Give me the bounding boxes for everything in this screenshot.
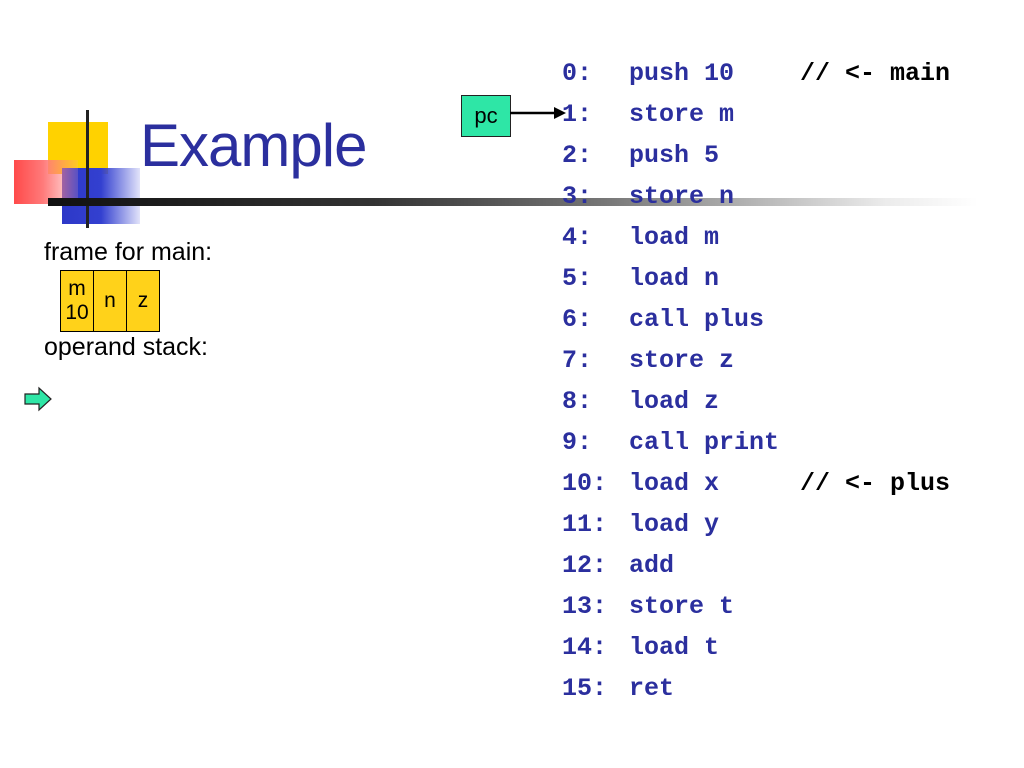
frame-cell-name: n — [104, 289, 116, 312]
instruction: add — [629, 551, 675, 580]
instruction: push 5 — [629, 141, 720, 170]
instruction: store m — [629, 100, 735, 129]
main-frame: m 10 n z — [60, 270, 160, 332]
line-number: 5: — [562, 264, 593, 293]
operand-stack-label: operand stack: — [44, 333, 208, 361]
instruction: call print — [629, 428, 780, 457]
line-number: 3: — [562, 182, 593, 211]
line-number: 12: — [562, 551, 608, 580]
line-number: 10: — [562, 469, 608, 498]
title-decoration-red-square — [14, 160, 78, 204]
frame-cell-z: z — [126, 270, 160, 332]
line-number: 7: — [562, 346, 593, 375]
instruction: call plus — [629, 305, 765, 334]
pc-box: pc — [461, 95, 511, 137]
code-line: 7: store z — [562, 343, 779, 384]
code-line: 0: push 10 // <- main — [562, 56, 950, 97]
code-comment: // <- plus — [800, 469, 951, 498]
instruction: load m — [629, 223, 720, 252]
code-line: 9: call print — [562, 425, 779, 466]
code-line: 14: load t — [562, 630, 779, 671]
code-line: 6: call plus — [562, 302, 779, 343]
code-listing: 0: push 10 // <- main 1: store m 2: push 5 3… — [562, 56, 950, 712]
slide-title: Example — [140, 112, 367, 179]
instruction: store t — [629, 592, 735, 621]
code-line: 5: load n — [562, 261, 779, 302]
line-number: 13: — [562, 592, 608, 621]
code-line: 1: store m — [562, 97, 779, 138]
code-line: 2: push 5 — [562, 138, 779, 179]
line-number: 8: — [562, 387, 593, 416]
line-number: 6: — [562, 305, 593, 334]
pc-label: pc — [474, 103, 498, 128]
instruction: store n — [629, 182, 735, 211]
code-line: 12: add — [562, 548, 779, 589]
line-number: 14: — [562, 633, 608, 662]
code-line: 4: load m — [562, 220, 779, 261]
title-decoration-vertical-line — [86, 110, 89, 228]
title-underline — [48, 198, 978, 206]
instruction: ret — [629, 674, 675, 703]
code-line: 13: store t — [562, 589, 779, 630]
frame-cell-n: n — [93, 270, 127, 332]
line-number: 1: — [562, 100, 593, 129]
frame-cell-name: m — [68, 277, 86, 300]
frame-label: frame for main: — [44, 238, 213, 266]
code-line: 3: store n — [562, 179, 779, 220]
line-number: 2: — [562, 141, 593, 170]
code-comment: // <- main — [800, 59, 951, 88]
instruction: load x — [629, 469, 720, 498]
code-line: 11: load y — [562, 507, 779, 548]
instruction: load t — [629, 633, 720, 662]
instruction: store z — [629, 346, 735, 375]
line-number: 0: — [562, 59, 593, 88]
code-line: 15: ret — [562, 671, 779, 712]
line-number: 4: — [562, 223, 593, 252]
code-line: 8: load z — [562, 384, 779, 425]
line-number: 9: — [562, 428, 593, 457]
instruction: push 10 — [629, 59, 735, 88]
line-number: 15: — [562, 674, 608, 703]
pc-arrow-icon — [510, 107, 566, 119]
frame-cell-value: 10 — [65, 301, 89, 324]
instruction: load y — [629, 510, 720, 539]
frame-cell-m: m 10 — [60, 270, 94, 332]
frame-cell-name: z — [137, 289, 149, 312]
line-number: 11: — [562, 510, 608, 539]
right-arrow-icon — [24, 386, 52, 412]
instruction: load z — [629, 387, 720, 416]
instruction: load n — [629, 264, 720, 293]
code-line: 10: load x // <- plus — [562, 466, 950, 507]
